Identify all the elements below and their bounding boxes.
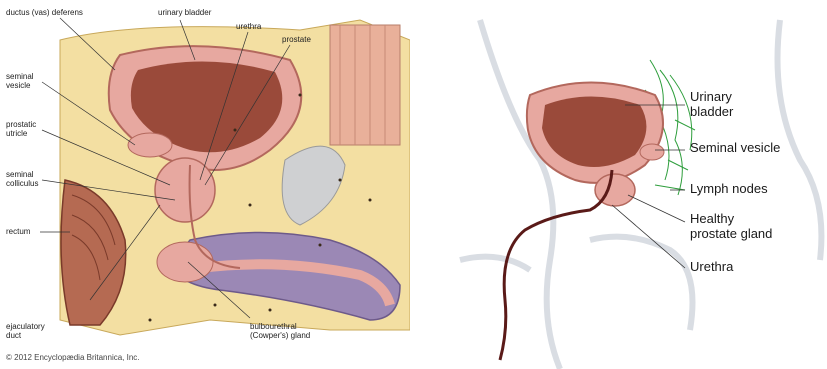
label-healthy-prostate-line2: prostate gland	[690, 227, 772, 242]
label-seminal-vesicle-line1: seminal	[6, 72, 34, 81]
label-prostatic-utricle-line1: prostatic	[6, 120, 36, 129]
sagittal-anatomy-drawing	[0, 0, 410, 369]
label-healthy-prostate: Healthy prostate gland	[690, 212, 772, 242]
label-prostate: prostate	[282, 35, 311, 44]
label-urinary-bladder-line1: Urinary	[690, 90, 733, 105]
label-urethra-left: urethra	[236, 22, 261, 31]
label-urinary-bladder-line2: bladder	[690, 105, 733, 120]
label-bulbourethral-line2: (Cowper's) gland	[250, 331, 310, 340]
label-seminal-vesicle-left: seminal vesicle	[6, 72, 34, 90]
label-seminal-colliculus: seminal colliculus	[6, 170, 38, 188]
label-ejaculatory-duct-line2: duct	[6, 331, 45, 340]
label-lymph-nodes: Lymph nodes	[690, 182, 768, 197]
label-urinary-bladder-left: urinary bladder	[158, 8, 211, 17]
label-healthy-prostate-line1: Healthy	[690, 212, 772, 227]
label-bulbourethral-line1: bulbourethral	[250, 322, 310, 331]
label-prostatic-utricle-line2: utricle	[6, 129, 36, 138]
label-urinary-bladder-right: Urinary bladder	[690, 90, 733, 120]
label-ejaculatory-duct-line1: ejaculatory	[6, 322, 45, 331]
label-urethra-right: Urethra	[690, 260, 733, 275]
label-bulbourethral-gland: bulbourethral (Cowper's) gland	[250, 322, 310, 340]
label-seminal-colliculus-line2: colliculus	[6, 179, 38, 188]
frontal-anatomy-diagram: Urinary bladder Seminal vesicle Lymph no…	[440, 0, 827, 369]
label-seminal-colliculus-line1: seminal	[6, 170, 38, 179]
label-seminal-vesicle-right: Seminal vesicle	[690, 141, 780, 156]
label-ejaculatory-duct: ejaculatory duct	[6, 322, 45, 340]
label-prostatic-utricle: prostatic utricle	[6, 120, 36, 138]
copyright-notice: © 2012 Encyclopædia Britannica, Inc.	[6, 353, 140, 362]
frontal-anatomy-drawing	[440, 0, 827, 369]
label-rectum: rectum	[6, 227, 30, 236]
label-ductus-deferens: ductus (vas) deferens	[6, 8, 83, 17]
sagittal-anatomy-diagram: ductus (vas) deferens urinary bladder ur…	[0, 0, 410, 369]
label-seminal-vesicle-line2: vesicle	[6, 81, 34, 90]
